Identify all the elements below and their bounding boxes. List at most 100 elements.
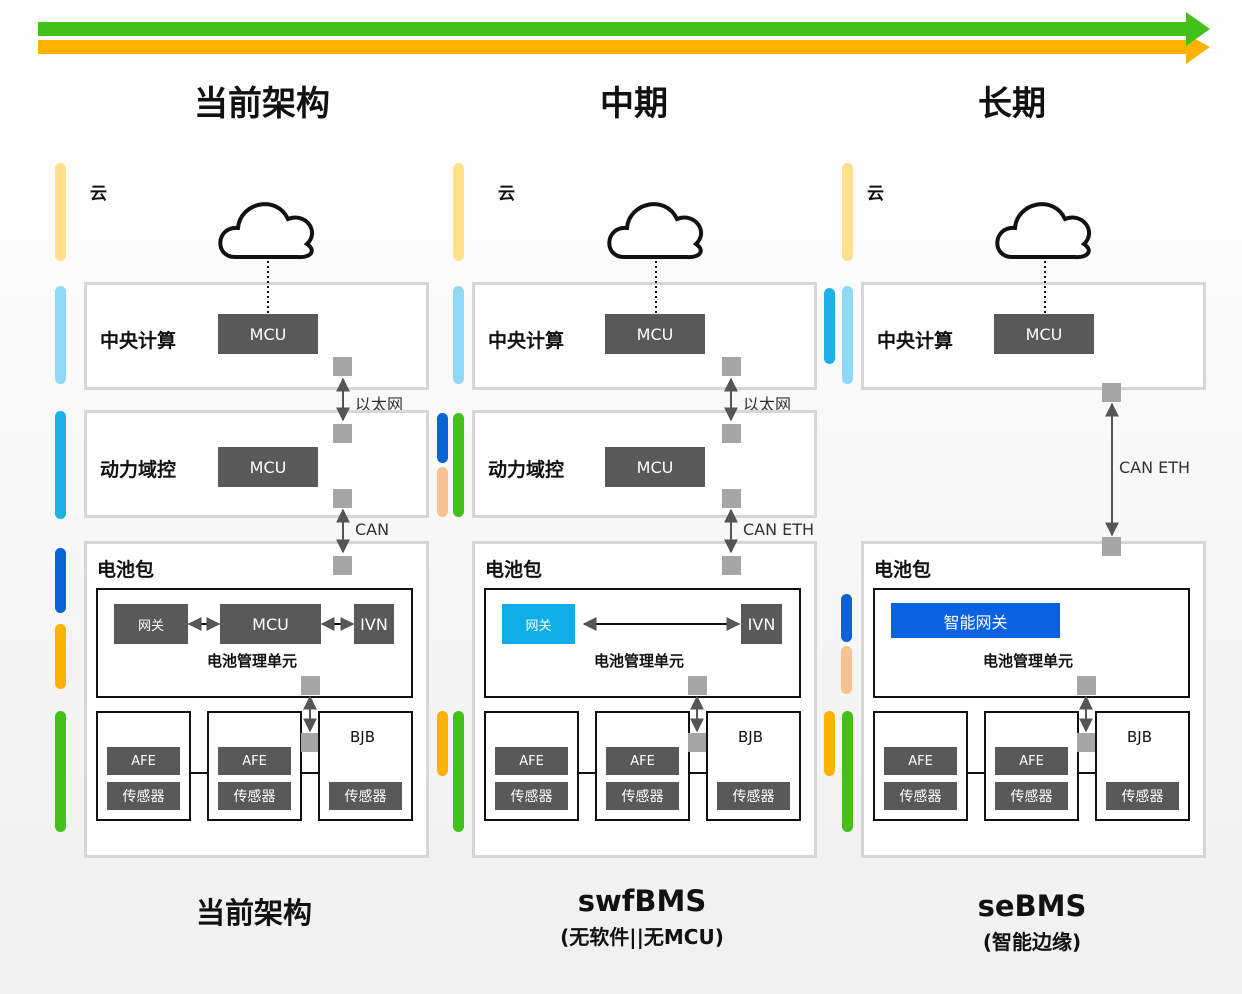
ethernet-link-label: 以太网 xyxy=(355,395,404,414)
afe-chip-2: AFE xyxy=(995,747,1068,775)
bms-layer-bar xyxy=(437,711,448,776)
bms-layer-bar xyxy=(824,711,835,776)
can-eth-link-label: CAN ETH xyxy=(1119,458,1191,477)
footer-subtitle-long: (智能边缘) xyxy=(982,930,1082,954)
port xyxy=(722,556,741,575)
port xyxy=(1077,733,1096,752)
port xyxy=(1102,383,1121,402)
central-compute-box xyxy=(84,282,429,390)
cloud-label: 云 xyxy=(90,184,107,204)
footer-title-current: 当前架构 xyxy=(195,896,312,930)
cloud-layer-bar xyxy=(842,163,853,261)
central-layer-bar-blue xyxy=(824,288,835,364)
central-layer-bar xyxy=(55,286,66,384)
port xyxy=(1102,537,1121,556)
port xyxy=(301,733,320,752)
pack-layer-bar-blue xyxy=(841,594,852,642)
sensor-chip-1: 传感器 xyxy=(107,782,180,810)
sensor-chip-1: 传感器 xyxy=(495,782,568,810)
afe-chip-1: AFE xyxy=(884,747,957,775)
afe-chip-1: AFE xyxy=(495,747,568,775)
port xyxy=(333,556,352,575)
port xyxy=(333,489,352,508)
port xyxy=(333,424,352,443)
domain-layer-bar-blue xyxy=(437,413,448,463)
battery-pack-label: 电池包 xyxy=(874,559,932,581)
afe-chip-1: AFE xyxy=(107,747,180,775)
pack-layer-bar xyxy=(55,548,66,613)
port xyxy=(722,489,741,508)
footer-title-mid: swfBMS xyxy=(577,884,707,918)
port xyxy=(722,424,741,443)
ivn-chip: IVN xyxy=(354,604,394,644)
port xyxy=(333,357,352,376)
domain-layer-bar xyxy=(55,411,66,519)
footer-title-long: seBMS xyxy=(977,889,1087,923)
bjb-label: BJB xyxy=(350,728,376,746)
central-layer-bar xyxy=(453,286,464,384)
sensor-layer-bar xyxy=(55,711,66,832)
footer-subtitle-mid: (无软件||无MCU) xyxy=(560,925,724,949)
cloud-layer-bar xyxy=(55,163,66,261)
can-link-label: CAN xyxy=(355,520,390,539)
domain-layer-bar-peach xyxy=(437,467,448,517)
sensor-chip-2: 传感器 xyxy=(218,782,291,810)
phase-title-mid: 中期 xyxy=(600,84,668,124)
phase-title-current: 当前架构 xyxy=(194,84,330,124)
sensor-chip-1: 传感器 xyxy=(884,782,957,810)
afe-chip-2: AFE xyxy=(606,747,679,775)
bms-mcu: MCU xyxy=(220,604,321,644)
sensor-chip-3: 传感器 xyxy=(1106,782,1179,810)
afe-chip-2: AFE xyxy=(218,747,291,775)
gateway-chip: 网关 xyxy=(114,604,188,644)
port xyxy=(1077,676,1096,695)
bms-label: 电池管理单元 xyxy=(207,652,298,670)
central-compute-label: 中央计算 xyxy=(877,330,954,352)
power-domain-label: 动力域控 xyxy=(100,459,177,481)
central-mcu: MCU xyxy=(218,314,318,354)
sensor-layer-bar xyxy=(842,711,853,832)
pack-layer-bar-peach xyxy=(841,646,852,694)
sensor-chip-3: 传感器 xyxy=(717,782,790,810)
ethernet-link-label: 以太网 xyxy=(743,395,792,414)
bjb-label: BJB xyxy=(738,728,764,746)
cloud-icon xyxy=(995,202,1092,260)
battery-pack-label: 电池包 xyxy=(485,559,543,581)
can-eth-link-label: CAN ETH xyxy=(743,520,815,539)
bms-label: 电池管理单元 xyxy=(594,652,685,670)
cloud-label: 云 xyxy=(867,184,884,204)
port xyxy=(722,357,741,376)
orange-timeline-arrow xyxy=(38,34,1210,64)
phase-title-long: 长期 xyxy=(978,84,1046,124)
cloud-icon xyxy=(218,202,315,260)
sensor-chip-3: 传感器 xyxy=(329,782,402,810)
port xyxy=(688,676,707,695)
power-domain-label: 动力域控 xyxy=(488,459,565,481)
sensor-chip-2: 传感器 xyxy=(995,782,1068,810)
cloud-layer-bar xyxy=(453,163,464,261)
domain-mcu: MCU xyxy=(218,447,318,487)
smart-gateway-chip: 智能网关 xyxy=(891,603,1060,638)
green-timeline-arrow xyxy=(38,12,1210,46)
sensor-chip-2: 传感器 xyxy=(606,782,679,810)
cloud-label: 云 xyxy=(498,184,515,204)
battery-pack-label: 电池包 xyxy=(97,559,155,581)
central-layer-bar xyxy=(842,286,853,384)
sensor-layer-bar xyxy=(453,711,464,832)
bms-label: 电池管理单元 xyxy=(983,652,1074,670)
domain-mcu: MCU xyxy=(605,447,705,487)
cloud-icon xyxy=(607,202,704,260)
ivn-chip: IVN xyxy=(741,604,782,644)
bms-layer-bar xyxy=(55,624,66,689)
port xyxy=(301,676,320,695)
bjb-label: BJB xyxy=(1127,728,1153,746)
central-compute-label: 中央计算 xyxy=(488,330,565,352)
central-mcu: MCU xyxy=(994,314,1094,354)
domain-layer-bar-green xyxy=(453,413,464,517)
central-mcu: MCU xyxy=(605,314,705,354)
central-compute-label: 中央计算 xyxy=(100,330,177,352)
gateway-chip: 网关 xyxy=(502,604,575,644)
port xyxy=(688,733,707,752)
